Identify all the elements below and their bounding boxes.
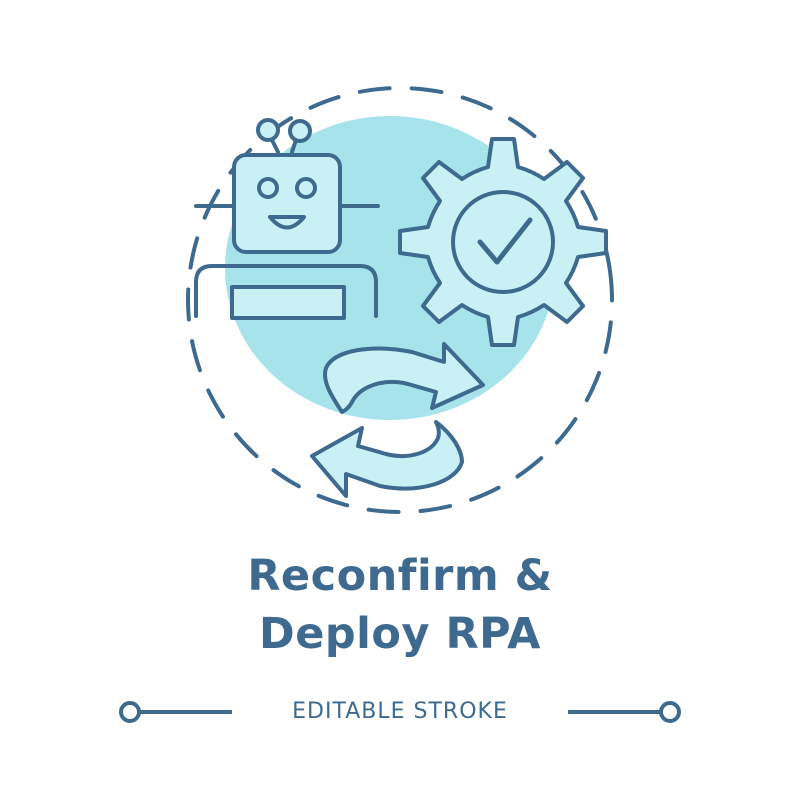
- footer-lines: [119, 701, 681, 723]
- footer-bar: EDITABLE STROKE: [0, 690, 800, 734]
- gear-check-icon: [398, 137, 608, 347]
- robot-icon: [194, 118, 380, 320]
- dashed-circle: [186, 86, 614, 514]
- title-line-1: Reconfirm &: [247, 551, 553, 601]
- refresh-arrows-icon: [310, 342, 485, 498]
- footer-right-dot: [659, 701, 681, 723]
- footer-label: EDITABLE STROKE: [292, 699, 508, 724]
- title-line-2: Deploy RPA: [259, 609, 541, 659]
- concept-illustration: [186, 86, 614, 514]
